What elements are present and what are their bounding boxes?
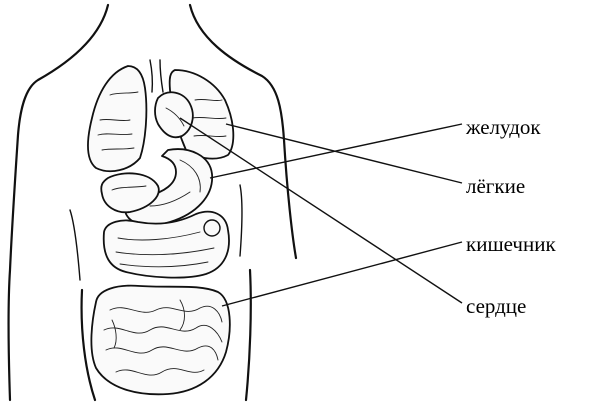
leader-line-lungs [226, 124, 462, 183]
leader-line-heart [180, 118, 462, 303]
label-heart: сердце [466, 296, 526, 317]
label-lungs: лёгкие [466, 176, 525, 197]
label-intestine: кишечник [466, 234, 556, 255]
label-stomach: желудок [466, 117, 541, 138]
small-intestine-organ [91, 286, 229, 395]
leader-line-intestine [222, 242, 462, 306]
heart-organ [155, 92, 193, 137]
leader-lines [180, 118, 462, 306]
